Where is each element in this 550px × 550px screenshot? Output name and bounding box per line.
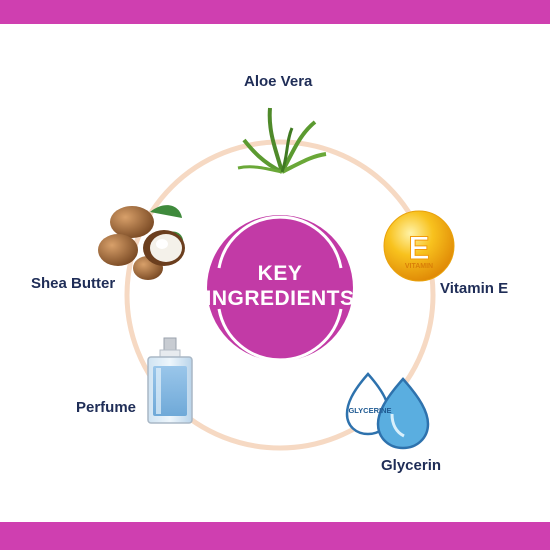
ingredient-label-glycerin: Glycerin [381, 457, 442, 474]
center-title-line2: INGREDIENTS [205, 287, 355, 310]
glycerine-badge-text: GLYCERINE [348, 406, 391, 415]
ingredient-label-aloe-vera: Aloe Vera [244, 73, 313, 90]
vitamin-badge-letter: E [408, 230, 429, 266]
shea-nuts-icon [98, 205, 185, 280]
vitamin-badge-text: VITAMIN [405, 263, 433, 270]
outer-ring [124, 139, 436, 451]
ingredient-label-shea-butter: Shea Butter [31, 275, 116, 292]
ingredient-label-vitamin-e: Vitamin E [440, 280, 509, 297]
glycerin-drops-icon: GLYCERINE [345, 372, 430, 450]
top-accent-band [0, 0, 550, 24]
center-badge [207, 215, 353, 362]
aloe-vera-icon [237, 107, 327, 174]
perfume-bottle-icon [147, 337, 193, 424]
ingredient-label-perfume: Perfume [76, 399, 137, 416]
vitamin-e-capsule-icon: E VITAMIN [383, 210, 455, 282]
bottom-accent-band [0, 522, 550, 550]
center-title-line1: KEY [257, 262, 303, 285]
